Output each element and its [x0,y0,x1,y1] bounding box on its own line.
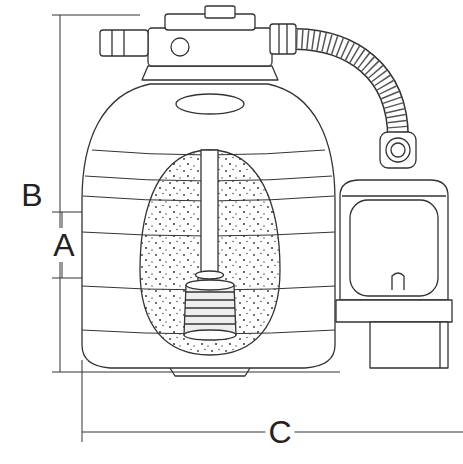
dimension-label: C [265,415,294,449]
dimension-label: B [18,178,45,212]
hose [296,39,398,138]
dimension-lines [52,15,463,442]
tank-base [170,368,250,376]
sand-cutaway [140,150,280,355]
center-pipe [201,150,218,275]
pump [336,132,452,368]
dimension-label: A [50,228,77,262]
tank-neck [176,94,244,114]
filter-tank [82,84,335,368]
tank-bands [82,150,335,334]
multiport-valve [100,6,296,80]
strainer [184,280,236,340]
